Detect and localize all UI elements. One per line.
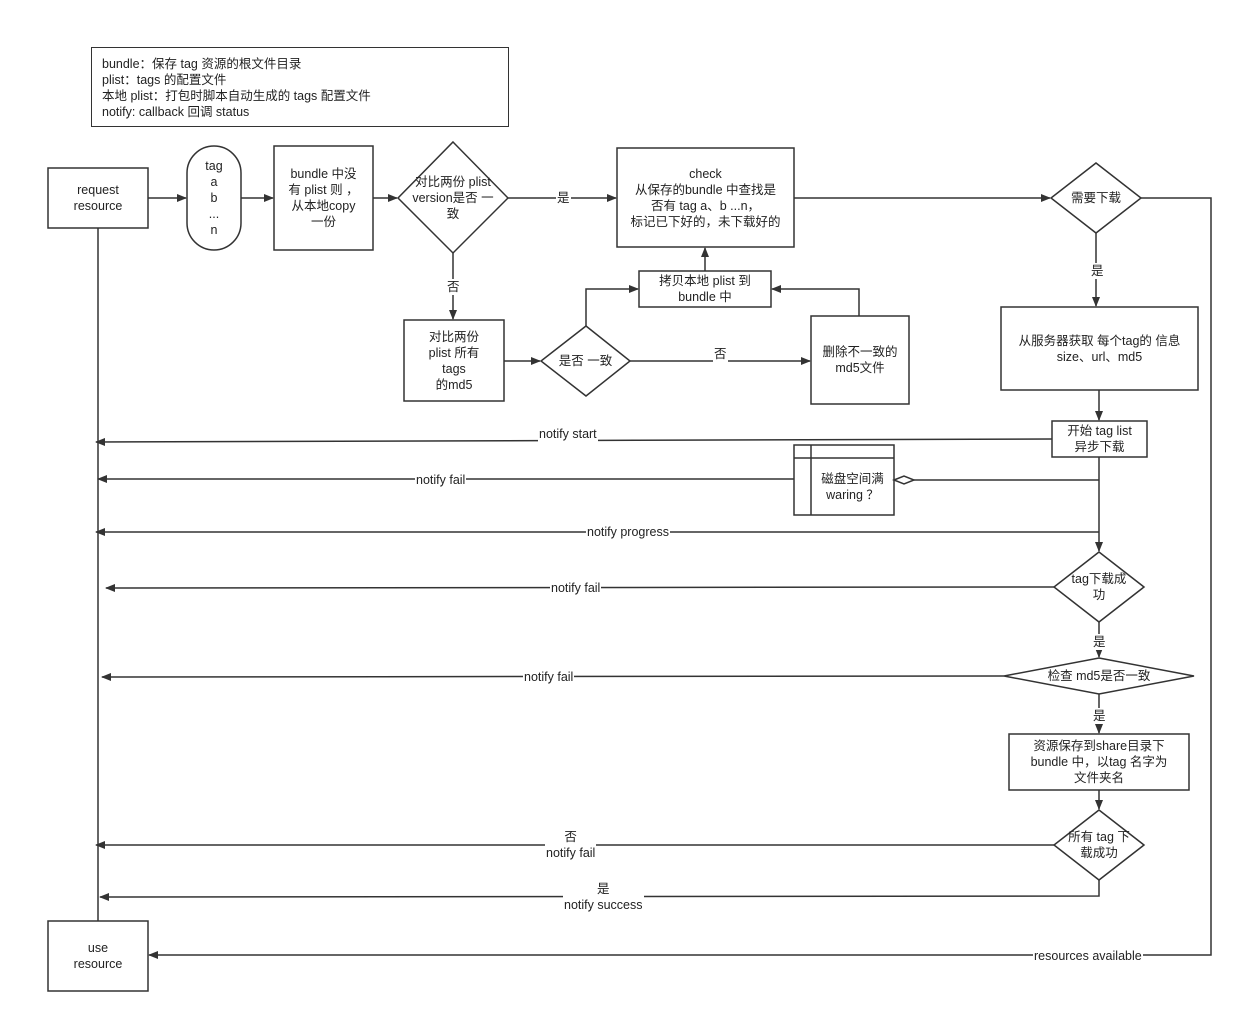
start-download-node: 开始 tag list 异步下载 <box>1067 424 1132 454</box>
copy-bundle-shape <box>273 145 374 251</box>
save-resource-node: 资源保存到share目录下 bundle 中，以tag 名字为 文件夹名 <box>1030 739 1168 785</box>
compare-md5-shape <box>403 319 505 402</box>
compare-version-node: 对比两份 plist version是否 一 致 <box>412 174 494 221</box>
label-notify-fail-tag: notify fail <box>550 580 602 596</box>
legend-line: bundle：保存 tag 资源的根文件目录 <box>102 57 302 71</box>
tags-node: tag a b ... n <box>205 159 223 237</box>
fetch-info-shape <box>1000 306 1199 391</box>
start-download-shape <box>1051 420 1148 458</box>
check-node: check 从保存的bundle 中查找是 否有 tag a、b ...n， 标… <box>630 166 781 229</box>
copy-local-plist-node: 拷贝本地 plist 到 bundle 中 <box>659 274 751 304</box>
label-yes-md5: 是 <box>1092 708 1107 724</box>
edge-need-available <box>148 197 1212 959</box>
copy-bundle-node: bundle 中没 有 plist 则 ， 从本地copy 一份 <box>288 167 359 229</box>
is-consistent-shape <box>539 325 632 397</box>
legend-line: 本地 plist：打包时脚本自动生成的 tags 配置文件 <box>102 89 371 103</box>
label-yes-check: 是 <box>556 190 571 206</box>
label-notify-progress: notify progress <box>586 524 670 540</box>
delete-md5-shape <box>810 315 910 405</box>
check-shape <box>616 147 795 248</box>
label-yes-need: 是 <box>1090 263 1105 279</box>
all-success-node: 所有 tag 下 载成功 <box>1068 830 1130 860</box>
edge-notify-success <box>99 880 1100 901</box>
label-notify-fail-disk: notify fail <box>415 472 467 488</box>
need-download-node: 需要下载 <box>1070 191 1121 205</box>
legend-line: notify: callback 回调 status <box>102 105 250 119</box>
use-resource-node: use resource <box>73 941 123 971</box>
request-resource-shape <box>47 167 149 229</box>
disk-full-node: 磁盘空间满 waring ？ <box>821 471 884 502</box>
label-notify-fail-md5: notify fail <box>523 669 575 685</box>
delete-md5-node: 删除不一致的 md5文件 <box>822 345 898 375</box>
label-no-consistent: 否 <box>713 346 728 362</box>
legend-box: bundle：保存 tag 资源的根文件目录 plist：tags 的配置文件 … <box>91 47 509 127</box>
label-no-compare: 否 <box>446 279 461 295</box>
label-resources-available: resources available <box>1033 948 1143 964</box>
label-yes-tag: 是 <box>1092 634 1107 650</box>
edge-consistent-copyplist <box>585 285 639 326</box>
aggregation-diamond <box>891 475 917 485</box>
legend-line: plist：tags 的配置文件 <box>102 73 227 87</box>
compare-md5-node: 对比两份 plist 所有 tags 的md5 <box>428 329 480 392</box>
label-notify-start: notify start <box>538 426 598 442</box>
label-yes-all: 是 notify success <box>563 881 644 913</box>
tag-success-node: tag下载成 功 <box>1071 572 1127 602</box>
edge-delete-copyplist <box>771 285 860 316</box>
is-consistent-node: 是否 一致 <box>558 354 613 368</box>
label-no-all: 否 notify fail <box>545 829 597 861</box>
request-resource-node: request resource <box>73 183 123 213</box>
save-resource-shape <box>1008 733 1190 791</box>
check-md5-node: 检查 md5是否一致 <box>1047 669 1151 683</box>
fetch-info-node: 从服务器获取 每个tag的 信息 size、url、md5 <box>1018 333 1181 364</box>
